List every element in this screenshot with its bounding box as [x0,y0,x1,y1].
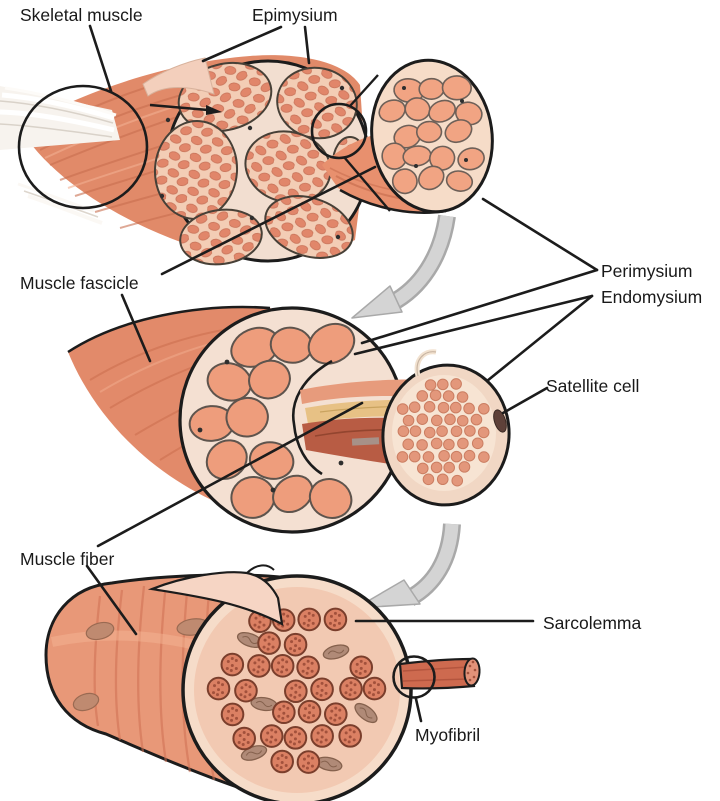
myofibrils [206,607,387,774]
myofibril-rod-face-dots [466,660,477,682]
skeletal-muscle-zoom-circle [17,84,149,210]
muscle-fiber-illustration [44,564,481,801]
pulled-fascicle-illustration [310,58,494,214]
pointer-epimysium-right [303,25,311,65]
zoom-arrow-bottom [355,523,461,609]
pointer-epimysium-left [201,25,283,63]
pointer-muscle-fascicle-down [120,293,152,363]
pointer-muscle-fiber-down [85,564,138,636]
myofibril-zoom-circle [392,655,436,699]
satellite-cell [493,409,507,433]
label-endomysium: Endomysium [601,287,702,307]
tendon [0,86,120,225]
fascicle-detail-illustration [67,305,511,534]
pointer-lines [85,24,599,723]
skeletal-muscle-illustration [0,55,371,266]
muscle-cross-section-nuclei [159,85,345,240]
pointer-perimysium-middle [360,268,599,345]
pointer-muscle-fascicle-up [160,165,377,276]
myofibril-rod [398,657,481,690]
fascicle-detail-outline [67,305,271,354]
zoom-arrow-top [351,214,456,319]
label-myofibril: Myofibril [415,725,480,745]
pointer-endomysium-matrix [353,294,594,356]
fascicle-fibers [378,75,485,195]
label-muscle-fiber: Muscle fiber [20,549,115,569]
fascicle-detail-nuclei [197,359,344,493]
fiber-body-highlight [50,630,202,651]
fascicle-zoom-circle [310,102,368,160]
epimysium-mini-arrowhead [206,105,222,115]
notch-outline [291,359,333,476]
pointer-satellite-cell [501,386,549,415]
label-skeletal-muscle: Skeletal muscle [20,5,143,25]
fascicle-nuclei [402,86,468,168]
sarcolemma-flap-curl [246,564,275,574]
fascicle-zoom-cone-line [343,156,391,212]
dark-fiber-band [351,437,380,446]
fiber-myofibril-dots [396,378,490,487]
label-perimysium: Perimysium [601,261,692,281]
label-satellite-cell: Satellite cell [546,376,639,396]
sarcolemma-flap [147,571,284,626]
epimysium-mini-arrow [149,103,209,112]
label-muscle-fascicle: Muscle fascicle [20,273,139,293]
epimysium-flap [142,57,215,97]
endomysium-curl-edge [416,351,437,377]
pointer-skeletal-muscle [88,24,113,93]
label-epimysium: Epimysium [252,5,338,25]
pointer-perimysium-top [481,197,599,272]
pointer-myofibril [414,697,423,723]
pointer-muscle-fiber-up [96,401,364,548]
fascicle-zoom-cone-line [349,74,379,107]
label-sarcolemma: Sarcolemma [543,613,641,633]
pointer-endomysium-fiber [485,294,594,383]
